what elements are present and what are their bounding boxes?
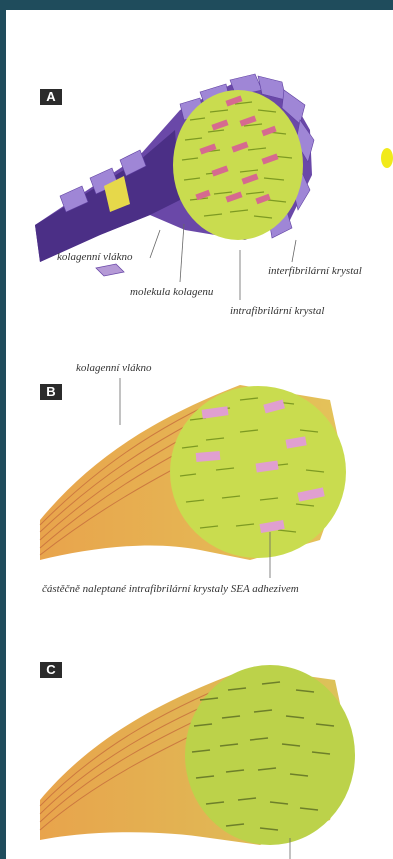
slide: A: [0, 0, 393, 859]
panel-c-illustration: [0, 0, 393, 859]
